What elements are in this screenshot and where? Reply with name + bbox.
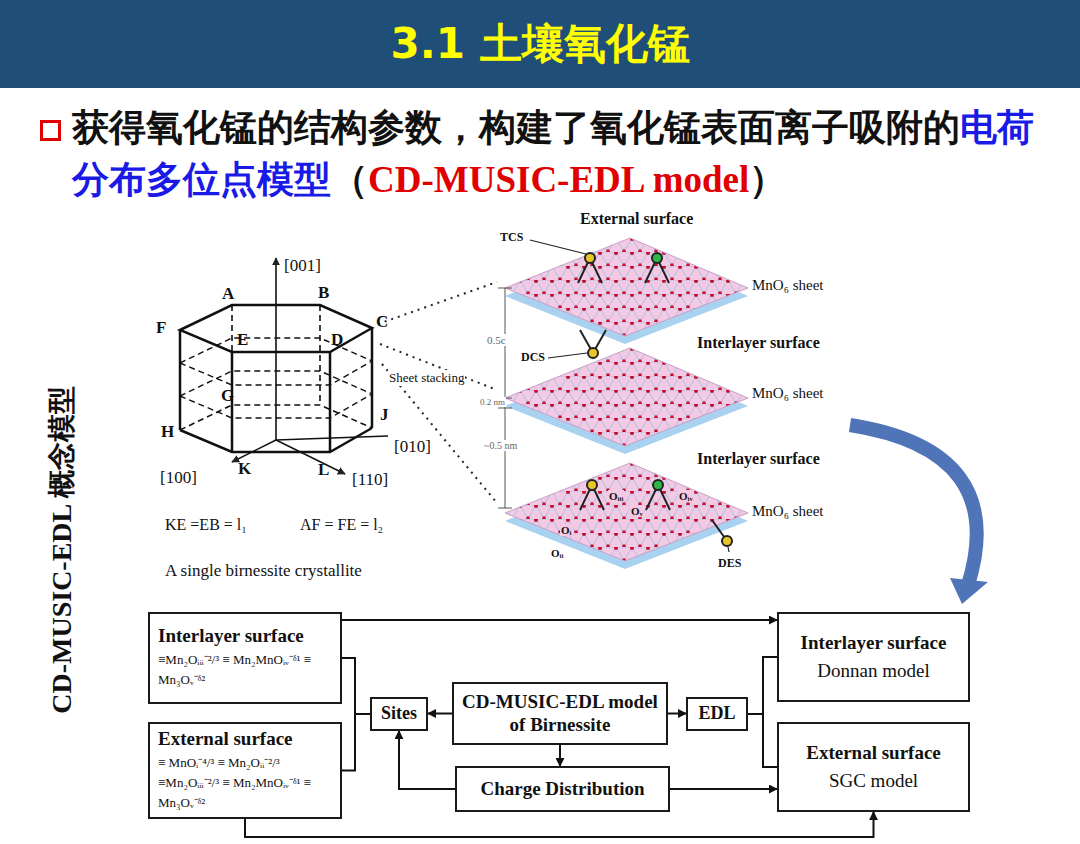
part-label: Interlayer surface	[697, 334, 820, 352]
part-label: [110]	[352, 470, 388, 490]
part-label: 0.2 nm	[479, 397, 506, 407]
surface-box: Interlayer surface≡Mn₂Oᵢᵢᵢ⁻²/³ ≡ Mn₂MnOᵢ…	[148, 612, 342, 704]
process-box: CD-MUSIC-EDL model of Birnessite	[452, 682, 668, 745]
connector	[342, 714, 370, 771]
connector	[748, 714, 777, 767]
part-label: Oᵢᵢᵢ	[608, 490, 624, 502]
bullet-text: 获得氧化锰的结构参数，构建了氧化锰表面离子吸附的	[72, 106, 960, 149]
connector	[342, 619, 777, 621]
surface-complexes	[530, 240, 732, 552]
part-label: F	[156, 318, 166, 338]
bullet-square	[40, 120, 61, 141]
connector	[559, 745, 561, 766]
part-label: TCS	[500, 230, 523, 245]
box-heading: CD-MUSIC-EDL model of Birnessite	[462, 691, 658, 737]
part-label: KE =EB = l₁	[165, 516, 247, 534]
box-heading: External surface	[158, 728, 332, 751]
process-box: Interlayer surfaceDonnan model	[777, 612, 970, 702]
connector	[668, 713, 686, 715]
part-label: 0.5c	[486, 334, 507, 346]
box-heading: Interlayer surface	[787, 632, 960, 655]
part-label: MnO₆ sheet	[752, 277, 823, 294]
part-label: AF = FE = l₂	[300, 516, 383, 534]
box-body: ≡Mn₂Oᵢᵢᵢ⁻²/³ ≡ Mn₂MnOᵢᵥ⁻ᵟ¹ ≡ Mn₃Oᵥ⁻ᵟ²	[158, 650, 332, 690]
box-body: SGC model	[787, 769, 960, 793]
process-box: EDL	[686, 697, 748, 731]
leader-dots	[378, 282, 497, 503]
bullet-paragraph: 获得氧化锰的结构参数，构建了氧化锰表面离子吸附的电荷分布多位点模型（CD-MUS…	[72, 102, 1065, 206]
box-heading: Interlayer surface	[158, 625, 332, 648]
part-label: External surface	[580, 210, 693, 228]
box-heading: External surface	[787, 742, 960, 765]
connector	[342, 658, 370, 714]
connector	[670, 788, 777, 790]
part-label: [010]	[394, 437, 431, 457]
part-label: [001]	[284, 256, 321, 276]
box-heading: EDL	[696, 703, 738, 725]
part-label: Oᵢᵢ	[550, 547, 564, 559]
part-label: DCS	[521, 350, 545, 365]
part-label: E	[237, 330, 248, 350]
crystallite	[180, 258, 388, 474]
part-label: J	[380, 405, 389, 425]
bullet-text: CD-MUSIC-EDL model	[368, 159, 749, 200]
connector	[748, 657, 777, 714]
part-label: Oᵢᵥ	[678, 490, 694, 502]
part-label: A	[222, 284, 234, 304]
surface-box: External surface≡ MnOᵢ⁻⁴/³ ≡ Mn₂Oᵢᵢ⁻²/³ …	[148, 722, 342, 819]
box-heading: Charge Distribution	[465, 778, 660, 801]
part-label: Oᵢ	[560, 524, 573, 536]
vertical-caption: CD-MUSIC-EDL 概念模型	[43, 386, 81, 713]
box-heading: Sites	[380, 703, 418, 725]
part-label: L	[318, 460, 329, 480]
process-box: External surfaceSGC model	[777, 722, 970, 812]
part-label: G	[221, 386, 234, 406]
box-body: ≡ MnOᵢ⁻⁴/³ ≡ Mn₂Oᵢᵢ⁻²/³ ≡Mn₂Oᵢᵢᵢ⁻²/³ ≡ M…	[158, 753, 332, 813]
process-box: Charge Distribution	[455, 766, 670, 812]
part-label: B	[318, 283, 329, 303]
part-label: K	[238, 459, 251, 479]
part-label: [100]	[160, 468, 197, 488]
bullet-text: （	[331, 158, 368, 201]
part-label: D	[331, 330, 343, 350]
part-label: Interlayer surface	[697, 450, 820, 468]
mno6-sheets	[505, 238, 748, 569]
curved-arrow	[850, 425, 988, 604]
part-label: DES	[718, 556, 741, 571]
part-label: MnO₆ sheet	[752, 503, 823, 520]
part-label: Oᵥ	[630, 505, 644, 517]
connector	[399, 731, 455, 789]
part-label: MnO₆ sheet	[752, 385, 823, 402]
part-label: H	[161, 422, 174, 442]
bullet-text: ）	[749, 158, 786, 201]
slide-title: 3.1 土壤氧化锰	[0, 14, 1080, 74]
connector	[428, 713, 452, 715]
part-label: Sheet stacking	[388, 370, 465, 386]
part-label: C	[376, 312, 388, 332]
process-box: Sites	[370, 697, 428, 731]
part-label: A single birnessite crystallite	[165, 561, 362, 581]
part-label: ~0.5 nm	[483, 440, 518, 451]
box-body: Donnan model	[787, 659, 960, 683]
